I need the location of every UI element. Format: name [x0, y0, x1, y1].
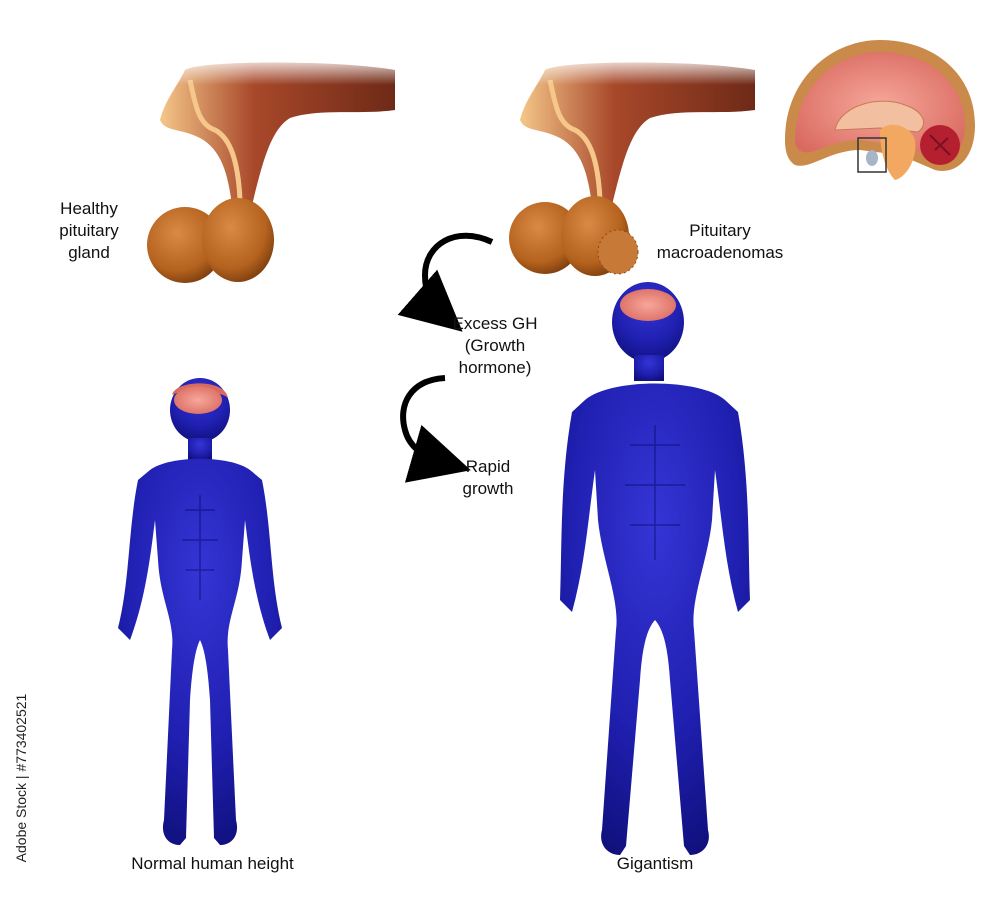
label-normal-human-height: Normal human height	[131, 854, 294, 873]
macroadenoma-pituitary-illustration	[509, 55, 760, 276]
arrow-to-rapid-growth	[400, 375, 471, 483]
label-rapid-growth: Rapid growth	[462, 457, 514, 498]
gigantism-figure	[560, 282, 750, 855]
anterior-lobe-2	[509, 202, 581, 274]
stock-credit-text: Adobe Stock | #773402521	[13, 693, 29, 863]
pituitary-highlight-box	[857, 137, 887, 173]
hypothalamus-outline	[187, 79, 243, 201]
tumor-mass	[597, 229, 639, 275]
label-gigantism: Gigantism	[616, 854, 694, 873]
normal-human-figure	[118, 378, 282, 845]
hypothalamus-tissue-2	[520, 62, 755, 205]
hypothalamus-tissue	[160, 62, 395, 205]
arrow-to-excess-gh	[397, 232, 494, 332]
label-pituitary-macroadenomas: Pituitary macroadenomas	[656, 221, 784, 262]
label-healthy-pituitary-gland: Healthy pituitary gland	[59, 199, 119, 262]
posterior-lobe	[202, 198, 274, 282]
healthy-pituitary-illustration	[147, 55, 400, 283]
anterior-lobe	[147, 207, 223, 283]
label-excess-gh: Excess GH (Growth hormone)	[452, 314, 538, 377]
brain-section-illustration	[785, 40, 975, 180]
